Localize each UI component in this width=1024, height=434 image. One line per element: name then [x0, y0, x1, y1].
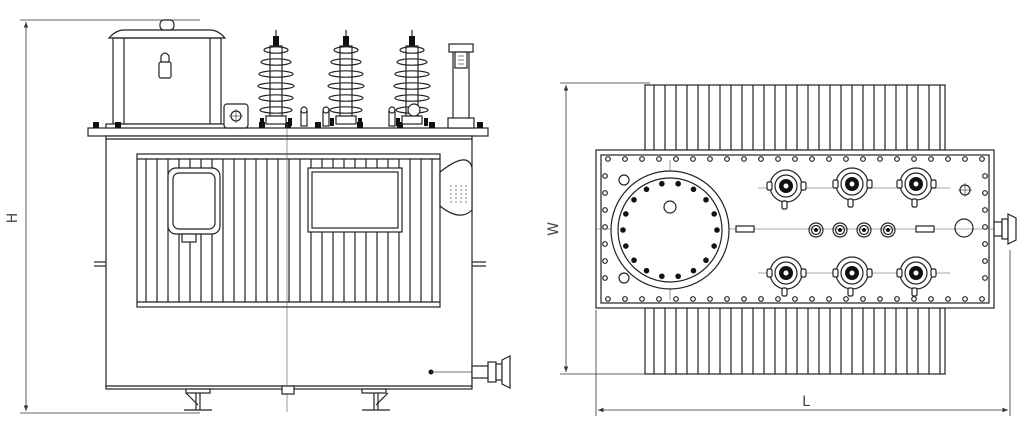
- oil-level-marks: [450, 185, 467, 203]
- rating-plate-frame: [167, 167, 221, 235]
- conservator-pipe: [954, 218, 974, 238]
- width-label: W: [546, 222, 562, 236]
- base-feet: [184, 385, 390, 411]
- inspection-window: [307, 167, 403, 233]
- drain-valve: [428, 355, 511, 389]
- tank-lid: [87, 127, 489, 137]
- hv-bushing-flanges: [766, 167, 937, 297]
- side-valve: [993, 213, 1017, 245]
- manhole-cover: [610, 170, 730, 290]
- thermometer: [447, 43, 475, 129]
- lv-bushings: [808, 222, 896, 238]
- height-label: H: [5, 213, 21, 224]
- filler-hole: [618, 174, 630, 186]
- tap-changer-right: [915, 225, 935, 233]
- width-dimension: W: [546, 82, 650, 375]
- cover-bolts: [602, 156, 988, 302]
- radiator-fin-lines: [653, 85, 941, 374]
- conservator: [105, 19, 229, 130]
- radiator-fins-lower: [644, 307, 946, 375]
- vent-hole: [618, 272, 630, 284]
- oil-level-gauge: [158, 61, 172, 79]
- oil-sight-glass: [439, 159, 473, 216]
- tap-changer-left: [735, 225, 755, 233]
- radiator-frame: [136, 153, 441, 308]
- length-dimension: L: [595, 250, 1011, 416]
- top-view: W L: [546, 82, 1017, 416]
- radiator-fins-upper: [644, 84, 946, 151]
- length-label: L: [802, 394, 810, 410]
- hv-bushings: [257, 30, 431, 127]
- front-view: H: [5, 19, 511, 414]
